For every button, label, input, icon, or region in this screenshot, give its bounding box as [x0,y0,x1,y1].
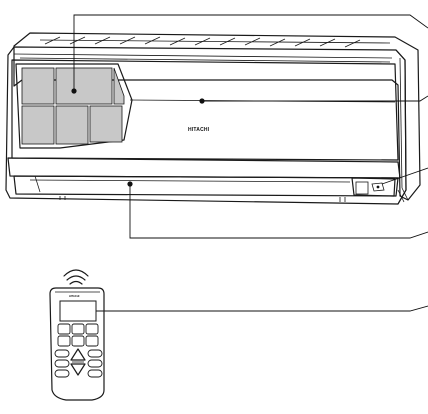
remote-lcd-screen [59,300,97,322]
remote-brand-label: HITACHI [69,294,80,298]
callout-display-window [71,14,428,94]
signal-waves-icon [63,269,89,285]
remote-arrow-buttons [70,348,86,376]
indoor-unit-brand-label: HITACHI [188,127,210,133]
arrow-up-icon [70,348,86,361]
display-window [15,63,396,149]
arrow-down-icon [70,363,86,376]
top-grille [39,36,391,48]
air-outlet-flap [13,175,399,197]
callout-receiver [381,167,428,185]
callout-front-panel [199,95,428,104]
remote-side-buttons [54,349,103,378]
signal-receiver [351,177,396,197]
front-panel [11,59,399,161]
remote-controller: HITACHI [49,269,105,401]
remote-button-grid [57,323,99,347]
callout-air-outlet [127,181,428,239]
indoor-unit: HITACHI [5,32,421,205]
callout-remote [72,305,428,314]
